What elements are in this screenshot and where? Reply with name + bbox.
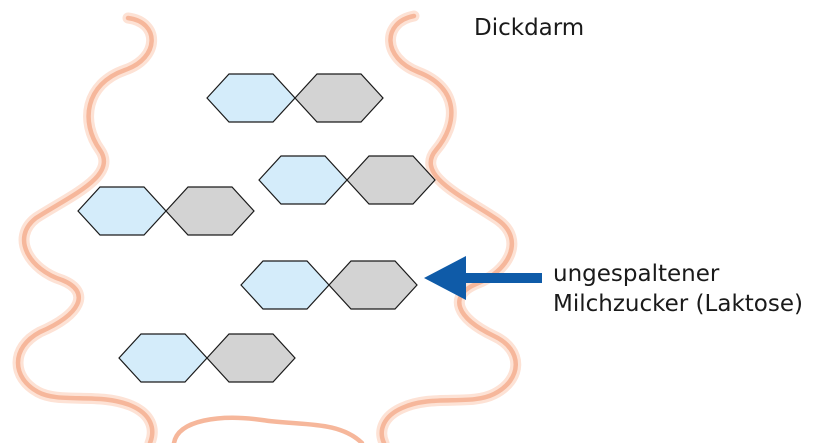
galactose-hexagon [165,186,255,236]
lactose-molecule-5 [118,333,296,383]
lactose-molecule-2 [258,155,436,205]
pointer-arrow [424,256,542,300]
glucose-hexagon [118,333,208,383]
lactose-label-line-2: Milchzucker (Laktose) [553,291,803,317]
intestine-wall-glow-right [376,10,522,443]
glucose-hexagon [77,186,167,236]
intestine-wall-bottom-inner [171,415,365,443]
glucose-hexagon [206,73,296,123]
lactose-label: ungespaltener Milchzucker (Laktose) [553,259,803,319]
lactose-molecule-1 [206,73,384,123]
glucose-hexagon [240,260,330,310]
lactose-label-line-1: ungespaltener [553,261,720,287]
lactose-molecule-4 [240,260,418,310]
galactose-hexagon [294,73,384,123]
galactose-hexagon [346,155,436,205]
intestine-wall-left [15,15,155,443]
galactose-hexagon [206,333,296,383]
galactose-hexagon [328,260,418,310]
intestine-wall-right [379,13,518,443]
arrow-head [424,256,466,300]
large-intestine-outline [12,10,522,443]
colon-label: Dickdarm [474,15,585,41]
arrow-shaft [462,273,542,283]
glucose-hexagon [258,155,348,205]
lactose-molecule-3 [77,186,255,236]
